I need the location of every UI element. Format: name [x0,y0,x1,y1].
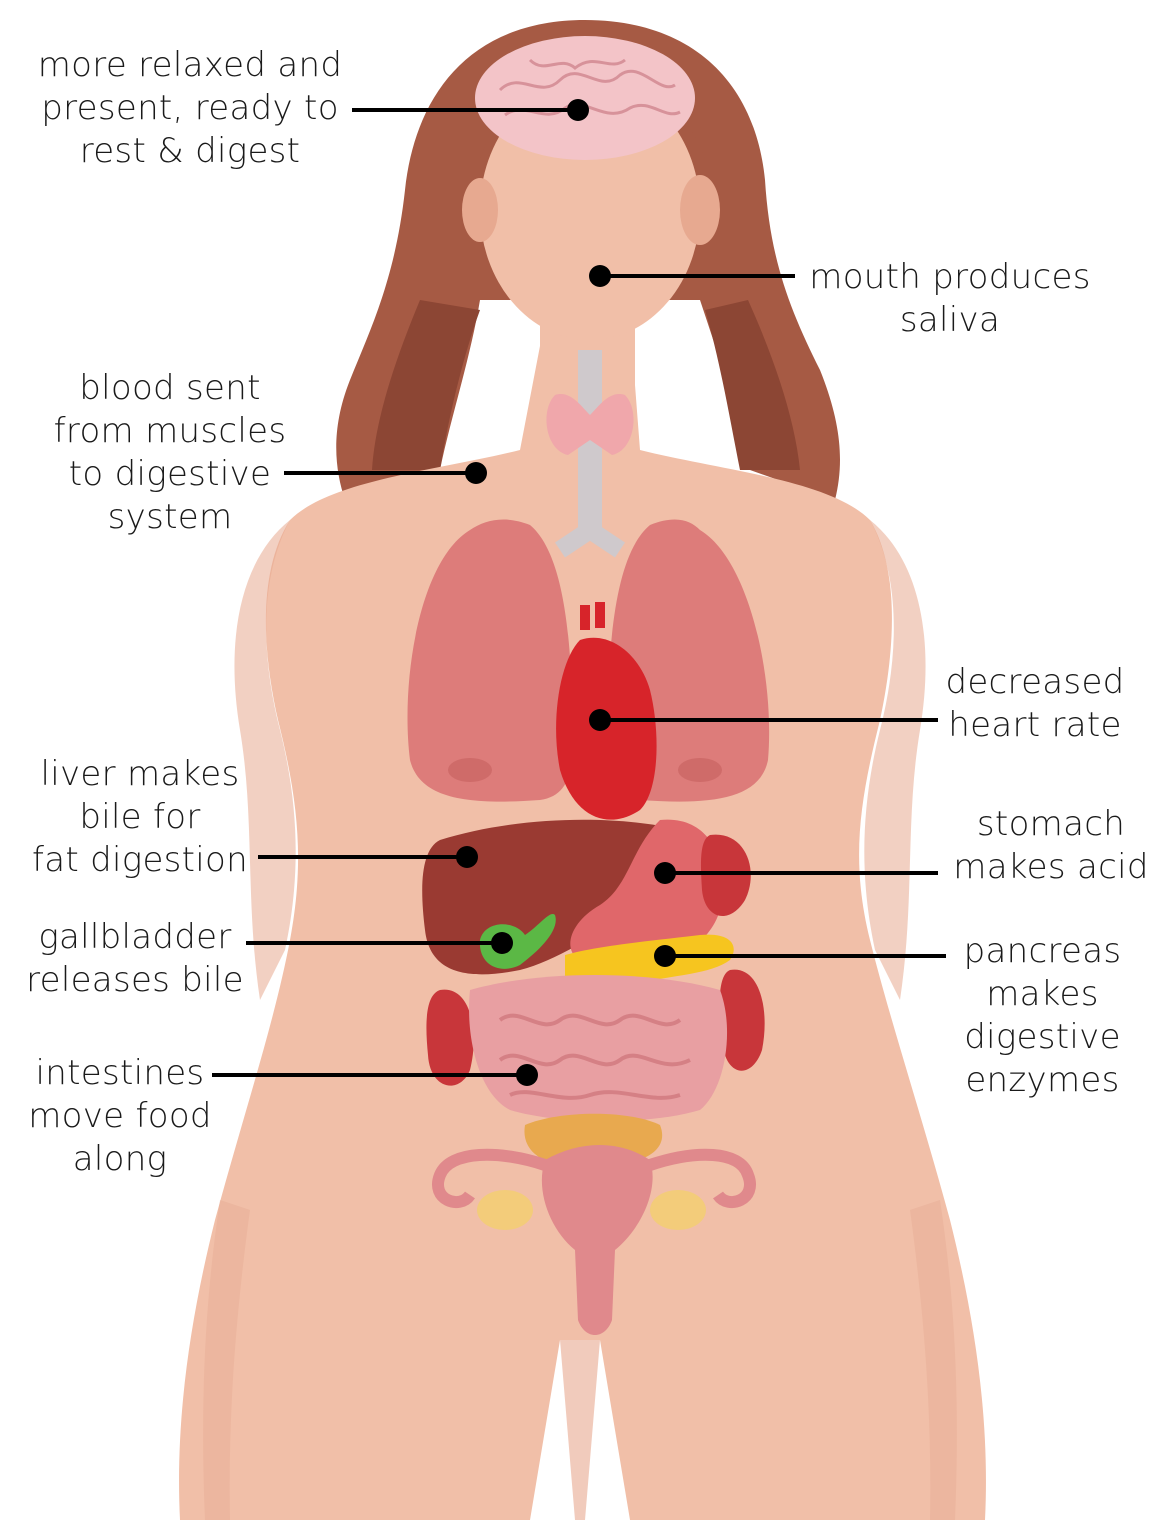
intestines-label-line: intestines [20,1052,220,1095]
blood-label-line: to digestive [40,453,300,496]
marker-brain [567,99,589,121]
pancreas-label: pancreas makes digestive enzymes [950,930,1135,1102]
brain [475,36,695,160]
blood-label-line: from muscles [40,410,300,453]
mouth-label-line: saliva [800,299,1100,342]
marker-blood [465,462,487,484]
liver-label: liver makes bile for fat digestion [20,753,260,882]
pancreas-label-line: enzymes [950,1059,1135,1102]
heart-label-line: decreased [935,661,1135,704]
intestines-label-line: move food [20,1095,220,1138]
marker-liver [456,846,478,868]
pancreas-label-line: digestive [950,1016,1135,1059]
pancreas-label-line: pancreas [950,930,1135,973]
mouth-label-line: mouth produces [800,256,1100,299]
pancreas-label-line: makes [950,973,1135,1016]
marker-pancreas [654,945,676,967]
intestines [469,975,727,1121]
gallbladder-label: gallbladder releases bile [20,916,250,1002]
heart-label: decreased heart rate [935,661,1135,747]
blood-label-line: system [40,496,300,539]
marker-stomach [654,862,676,884]
left-ovary [477,1190,533,1230]
blood-label: blood sent from muscles to digestive sys… [40,367,300,539]
liver-label-line: fat digestion [20,839,260,882]
marker-gallbladder [491,932,513,954]
brain-label-line: more relaxed and [30,44,350,87]
brain-label: more relaxed and present, ready to rest … [30,44,350,173]
mouth-label: mouth produces saliva [800,256,1100,342]
liver-label-line: bile for [20,796,260,839]
stomach-label-line: makes acid [946,846,1156,889]
right-ovary [650,1190,706,1230]
brain-label-line: present, ready to [30,87,350,130]
intestines-label: intestines move food along [20,1052,220,1181]
stomach-label: stomach makes acid [946,803,1156,889]
brain-label-line: rest & digest [30,130,350,173]
stomach-label-line: stomach [946,803,1156,846]
intestines-label-line: along [20,1138,220,1181]
marker-heart [589,709,611,731]
heart-label-line: heart rate [935,704,1135,747]
marker-intestines [516,1064,538,1086]
blood-label-line: blood sent [40,367,300,410]
liver-label-line: liver makes [20,753,260,796]
gallbladder-label-line: gallbladder [20,916,250,959]
marker-mouth [589,265,611,287]
gallbladder-label-line: releases bile [20,959,250,1002]
